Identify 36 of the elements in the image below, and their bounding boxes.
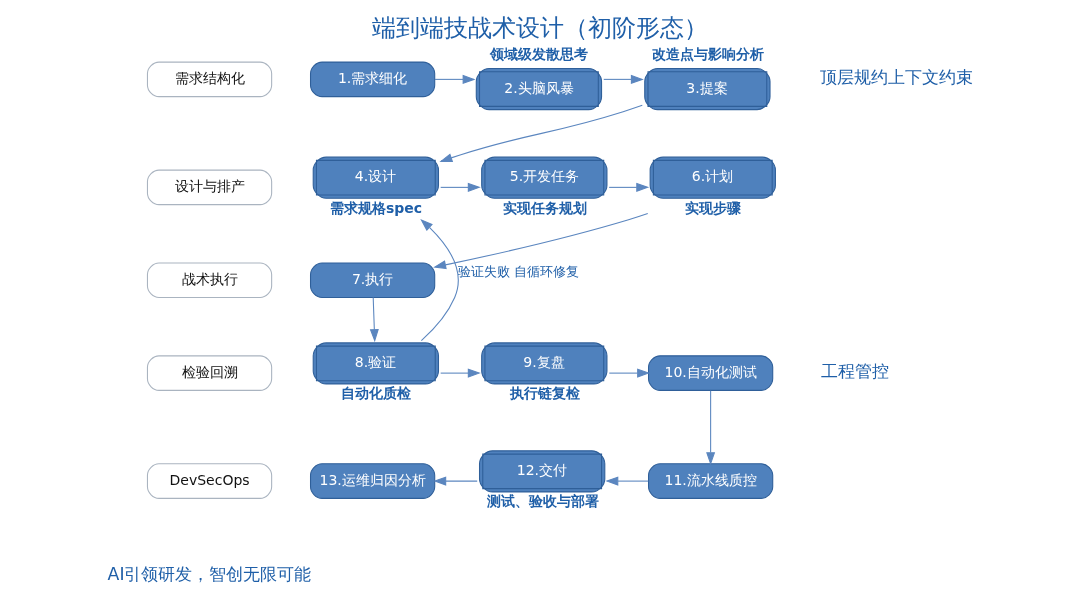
arrow <box>706 390 716 466</box>
node-box: 检验回溯 <box>146 355 273 391</box>
node-label: 实现步骤 <box>684 199 741 216</box>
node-box: 需求结构化 <box>146 61 273 98</box>
node-box: 7.执行 <box>309 262 436 299</box>
node-label: 测试、验收与部署 <box>486 493 599 510</box>
arrow <box>369 297 379 343</box>
arrow <box>440 182 481 192</box>
node-box: 10.自动化测试 <box>648 355 774 391</box>
arrow <box>608 368 651 378</box>
node-label: 改造点与影响分析 <box>651 46 764 63</box>
arrow <box>605 476 649 486</box>
label: 顶层规约上下文约束 <box>819 67 973 88</box>
arrow <box>440 368 481 378</box>
node-label: 实现任务规划 <box>502 199 587 216</box>
arrow <box>420 218 459 342</box>
node-box: 13.运维归因分析 <box>309 463 436 499</box>
node-box: 11.流水线质控 <box>648 463 774 499</box>
diagram-title: 端到端技战术设计（初阶形态） <box>372 13 708 42</box>
node-box: 战术执行 <box>146 262 273 299</box>
edge-label: 验证失败 自循环修复 <box>458 264 580 280</box>
arrow <box>434 74 476 84</box>
node-label: 执行链复检 <box>509 385 580 402</box>
label: AI引领研发，智创无限可能 <box>107 564 312 585</box>
arrow <box>603 74 644 84</box>
node-label: 领域级发散思考 <box>490 46 589 63</box>
arrow <box>608 182 650 192</box>
label: 工程管控 <box>821 361 890 382</box>
node-box: 设计与排产 <box>146 169 273 206</box>
arrow <box>439 104 643 162</box>
arrow <box>433 476 478 486</box>
node-box: 1.需求细化 <box>309 61 436 98</box>
node-label: 需求规格spec <box>329 199 423 216</box>
arrow <box>433 213 649 270</box>
node-label: 自动化质检 <box>341 385 412 402</box>
node-box: DevSecOps <box>146 463 273 499</box>
